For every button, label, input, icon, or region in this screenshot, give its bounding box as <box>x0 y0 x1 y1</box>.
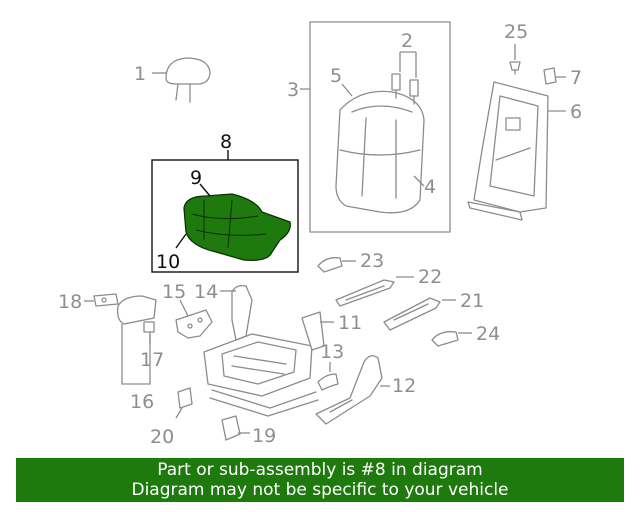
info-banner: Part or sub-assembly is #8 in diagram Di… <box>16 458 624 502</box>
callout-10: 10 <box>156 251 180 273</box>
callout-17: 17 <box>140 349 164 371</box>
callout-23: 23 <box>360 250 384 272</box>
trim-part[interactable] <box>317 373 339 391</box>
callout-14: 14 <box>194 281 218 303</box>
callout-19: 19 <box>252 425 276 447</box>
callout-1: 1 <box>134 63 146 85</box>
callout-16: 16 <box>130 391 154 413</box>
recliner-frame-part[interactable] <box>231 284 253 341</box>
hinge-cover-part[interactable] <box>317 257 343 273</box>
clip-part[interactable] <box>543 67 557 85</box>
callout-11: 11 <box>338 312 362 334</box>
seat-frame-part[interactable] <box>203 311 325 417</box>
callout-22: 22 <box>418 266 442 288</box>
callout-15: 15 <box>162 281 186 303</box>
callout-5: 5 <box>330 65 342 87</box>
switch-part[interactable] <box>93 293 119 307</box>
callout-18: 18 <box>58 291 82 313</box>
end-clip-part[interactable] <box>431 331 459 347</box>
fastener-part[interactable] <box>509 61 521 75</box>
headrest-part[interactable] <box>165 57 211 103</box>
cushion-assembly-box <box>151 159 299 273</box>
seat-cushion-part[interactable] <box>183 193 291 261</box>
callout-4: 4 <box>424 176 436 198</box>
callout-2: 2 <box>401 30 413 52</box>
callout-9: 9 <box>190 167 202 189</box>
track-cover-part[interactable] <box>383 297 441 331</box>
leader-line <box>121 324 151 385</box>
headrest-guide-part[interactable] <box>391 73 419 105</box>
leader-line <box>199 183 211 197</box>
end-cover-part[interactable] <box>221 415 241 441</box>
seatback-panel-part[interactable] <box>467 81 549 221</box>
callout-13: 13 <box>320 341 344 363</box>
callout-12: 12 <box>392 375 416 397</box>
callout-3: 3 <box>287 79 299 101</box>
cap-part[interactable] <box>177 387 193 409</box>
callout-6: 6 <box>570 101 582 123</box>
leader-line <box>175 233 187 249</box>
callout-20: 20 <box>150 426 174 448</box>
banner-line-2: Diagram may not be specific to your vehi… <box>131 480 509 500</box>
callout-8: 8 <box>220 131 232 153</box>
callout-7: 7 <box>570 67 582 89</box>
callout-25: 25 <box>504 21 528 43</box>
seatback-assembly-box <box>309 21 451 233</box>
knob-part[interactable] <box>143 321 155 333</box>
callout-24: 24 <box>476 323 500 345</box>
banner-line-1: Part or sub-assembly is #8 in diagram <box>157 460 483 480</box>
side-cover-part[interactable] <box>116 295 157 325</box>
leader-line <box>399 51 417 78</box>
leader-line <box>341 83 353 97</box>
leader-line <box>175 407 183 419</box>
callout-21: 21 <box>460 290 484 312</box>
side-shield-part[interactable] <box>315 355 383 425</box>
seatback-cushion-part[interactable] <box>335 90 425 214</box>
leader-line <box>413 175 425 187</box>
leader-line <box>179 299 189 317</box>
rail-part[interactable] <box>335 279 395 307</box>
bracket-part[interactable] <box>175 309 213 339</box>
